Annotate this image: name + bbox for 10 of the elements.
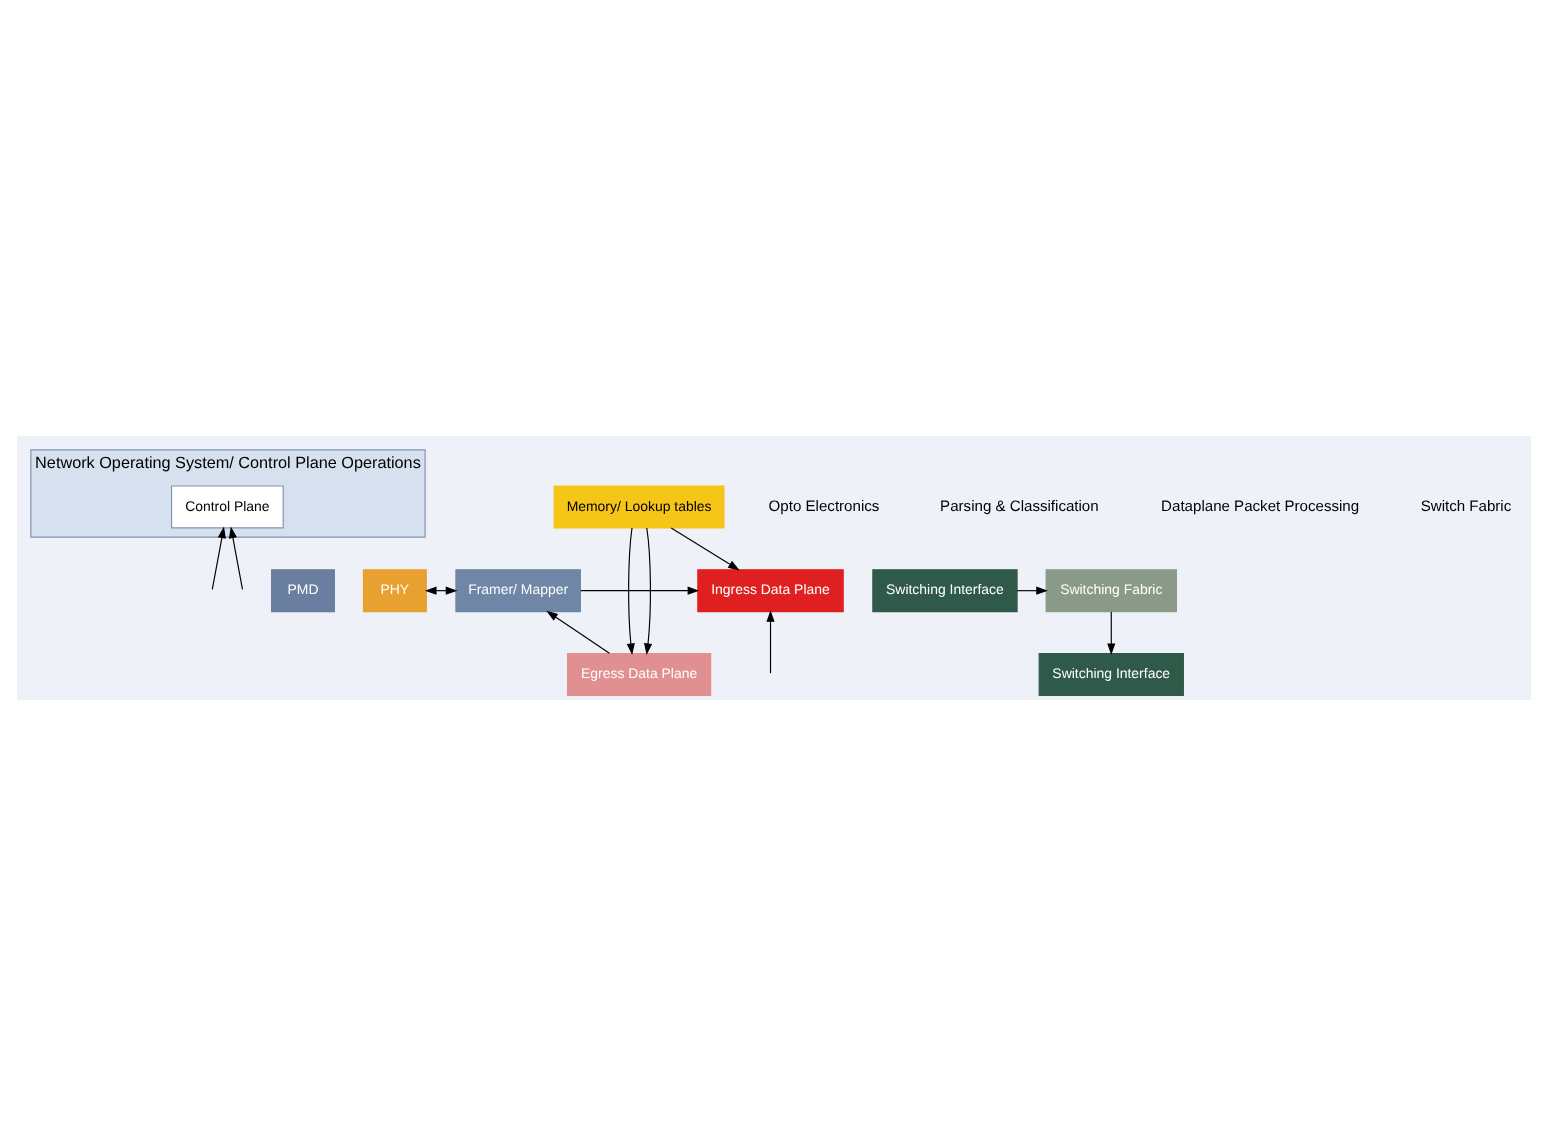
arrow [580,586,700,595]
arrow [644,527,653,655]
arrow [546,610,610,654]
arrow [1016,586,1048,595]
arrow [228,526,244,590]
arrow [766,610,775,674]
arrow [626,527,635,655]
arrow [211,526,226,590]
arrow [1107,611,1116,656]
arrow [670,527,740,571]
